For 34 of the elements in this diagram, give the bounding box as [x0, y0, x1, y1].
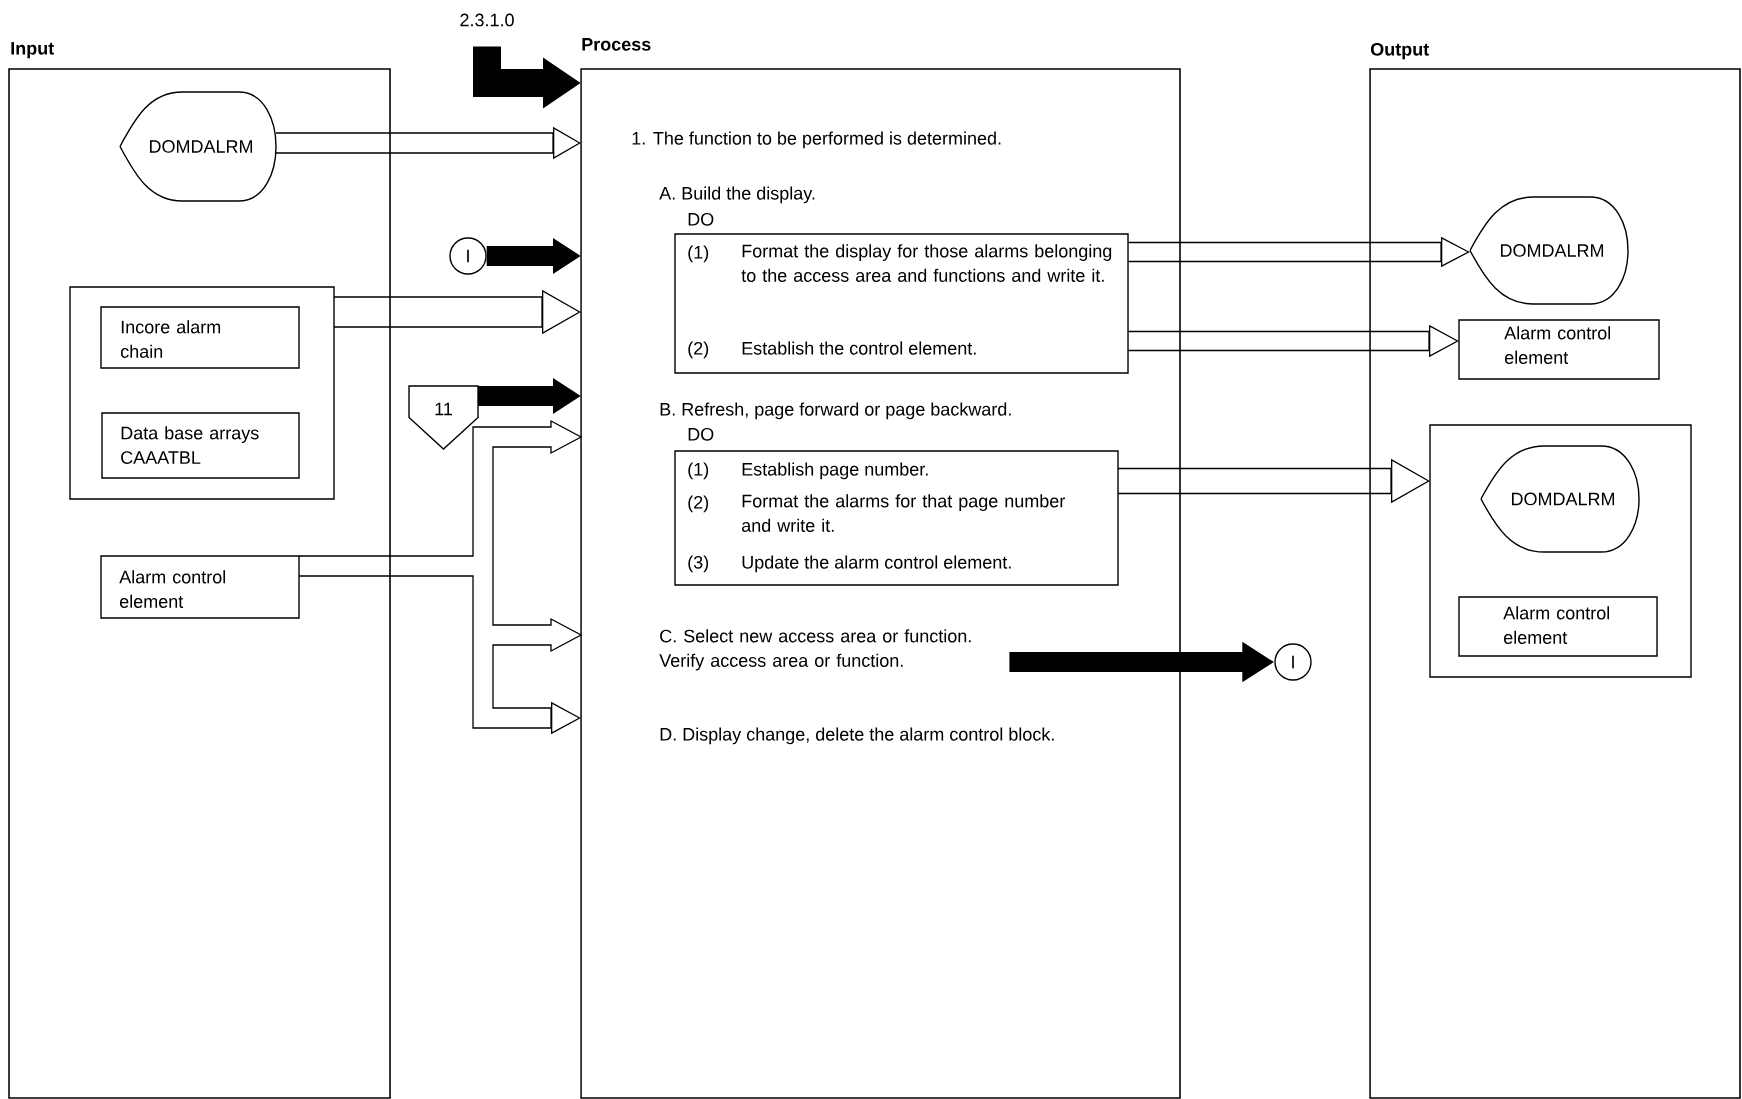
- on-page-connector: I: [1274, 643, 1312, 681]
- step-text: C. Select new access area or function. Verify access area or function.: [659, 629, 971, 671]
- column-heading: Input: [11, 42, 54, 59]
- item-number: (2): [688, 495, 709, 513]
- step-text: DO: [688, 427, 714, 441]
- data-box: Alarm control element: [1458, 596, 1658, 657]
- display-symbol: DOMDALRM: [1480, 445, 1640, 553]
- item-number: (2): [688, 341, 709, 359]
- item-text: Update the alarm control element.: [742, 555, 1011, 573]
- column-heading: Process: [582, 38, 651, 51]
- data-box: Alarm control element: [100, 555, 300, 619]
- item-text: Establish the control element.: [742, 341, 976, 355]
- on-page-connector: I: [449, 237, 487, 275]
- item-text: Format the alarms for that page number and write it.: [742, 494, 1065, 532]
- step-text: B. Refresh, page forward or page backward.: [660, 402, 1011, 420]
- step-text: DO: [688, 212, 714, 226]
- display-symbol: DOMDALRM: [1469, 196, 1629, 305]
- step-text: D. Display change, delete the alarm control block.: [660, 727, 1054, 745]
- group-box: [1429, 424, 1692, 678]
- column-heading: Output: [1370, 42, 1429, 60]
- data-box: Data base arrays CAAATBL: [101, 412, 300, 479]
- data-box: Incore alarm chain: [100, 306, 300, 369]
- item-number: (1): [688, 245, 709, 263]
- item-number: (3): [688, 555, 709, 573]
- off-page-connector: 11: [408, 385, 479, 450]
- data-box: Alarm control element: [1458, 319, 1660, 380]
- step-text: 1. The function to be performed is determined.: [632, 131, 1001, 149]
- item-text: Format the display for those alarms belonging to the access area and functions and write it.: [741, 244, 1112, 282]
- group-box: [69, 286, 335, 500]
- step-text: A. Build the display.: [659, 186, 815, 204]
- reference-number: 2.3.1.0: [460, 13, 514, 27]
- item-number: (1): [688, 462, 709, 480]
- display-symbol: DOMDALRM: [119, 91, 277, 202]
- item-text: Establish page number.: [742, 462, 928, 480]
